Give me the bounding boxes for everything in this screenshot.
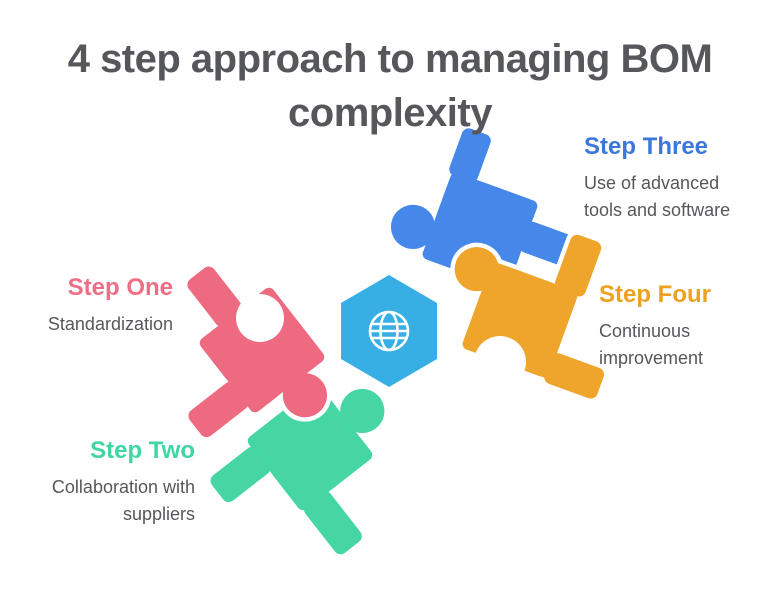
puzzle-socket-step-four xyxy=(474,336,526,388)
step-two-block: Step Two Collaboration with suppliers xyxy=(20,437,195,528)
step-four-block: Step Four Continuous improvement xyxy=(599,281,741,372)
page-title-line1: 4 step approach to managing BOM xyxy=(67,37,713,81)
page-title-line2: complexity xyxy=(288,91,492,135)
step-three-label: Step Three xyxy=(584,133,709,160)
step-two-label: Step Two xyxy=(90,437,195,464)
puzzle-socket-step-one xyxy=(236,294,284,342)
step-three-block: Step Three Use of advanced tools and sof… xyxy=(584,133,744,224)
step-two-description: Collaboration with suppliers xyxy=(51,477,195,524)
page-title: 4 step approach to managing BOM complexi… xyxy=(0,32,780,140)
step-four-description: Continuous improvement xyxy=(599,321,704,368)
step-one-description: Standardization xyxy=(47,314,173,334)
step-one-label: Step One xyxy=(67,274,173,301)
step-four-label: Step Four xyxy=(599,281,711,308)
step-one-block: Step One Standardization xyxy=(0,274,173,338)
step-three-description: Use of advanced tools and software xyxy=(584,173,731,220)
globe-icon xyxy=(368,310,410,352)
